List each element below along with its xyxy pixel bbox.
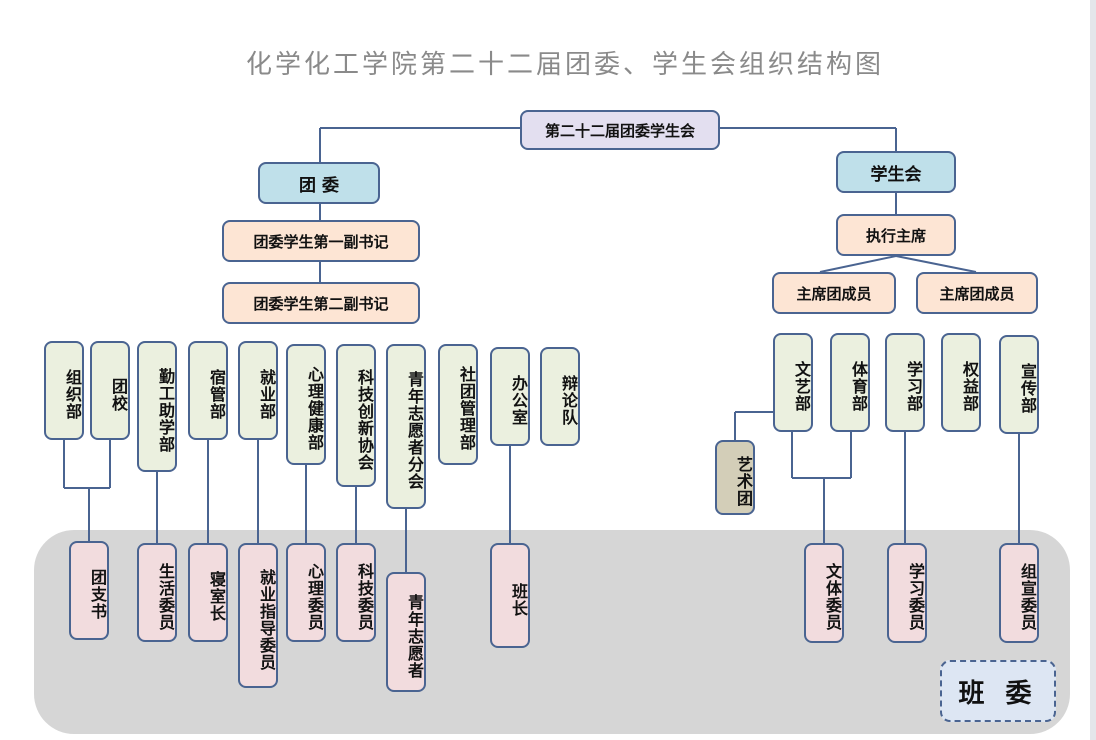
role-arts-sports-committee: 文体委员	[804, 543, 844, 643]
role-organization-publicity: 组宣委员	[999, 543, 1039, 643]
role-study-committee: 学习委员	[887, 543, 927, 643]
presidium-member-node-2: 主席团成员	[916, 272, 1038, 314]
dept-office: 办公室	[490, 347, 530, 446]
role-employment-guide: 就业指导委员	[238, 543, 278, 688]
top-node: 第二十二届团委学生会	[520, 110, 720, 150]
dept-dorm-management: 宿管部	[188, 341, 228, 440]
dept-debate-team: 辩论队	[540, 347, 580, 446]
page-edge	[1090, 0, 1096, 740]
first-deputy-secretary-node: 团委学生第一副书记	[222, 220, 420, 262]
executive-chair-node: 执行主席	[836, 214, 956, 256]
dept-work-study: 勤工助学部	[137, 341, 177, 472]
role-dorm-head: 寝室长	[188, 543, 228, 642]
tuanwei-node: 团 委	[258, 162, 380, 204]
dept-employment: 就业部	[238, 341, 278, 440]
dept-arts: 文艺部	[773, 333, 813, 432]
dept-tech-innovation: 科技创新协会	[336, 344, 376, 487]
dept-study: 学习部	[885, 333, 925, 432]
dept-publicity: 宣传部	[999, 335, 1039, 434]
role-volunteer: 青年志愿者	[386, 572, 426, 692]
chart-title: 化学化工学院第二十二届团委、学生会组织结构图	[245, 50, 884, 80]
role-class-monitor: 班长	[490, 543, 530, 648]
role-tech-committee: 科技委员	[336, 543, 376, 642]
role-life-committee: 生活委员	[137, 543, 177, 642]
art-troupe-node: 艺术团	[715, 440, 755, 515]
dept-rights: 权益部	[941, 333, 981, 432]
role-league-secretary: 团支书	[69, 541, 109, 640]
dept-mental-health: 心理健康部	[286, 344, 326, 465]
dept-volunteers: 青年志愿者分会	[386, 344, 426, 509]
second-deputy-secretary-node: 团委学生第二副书记	[222, 282, 420, 324]
class-committee-label: 班 委	[940, 660, 1056, 722]
dept-sports: 体育部	[830, 333, 870, 432]
role-mental-committee: 心理委员	[286, 543, 326, 642]
dept-club-management: 社团管理部	[438, 344, 478, 465]
dept-party-school: 团校	[90, 341, 130, 440]
xueshenghui-node: 学生会	[836, 151, 956, 193]
presidium-member-node-1: 主席团成员	[772, 272, 896, 314]
dept-organization: 组织部	[44, 341, 84, 440]
